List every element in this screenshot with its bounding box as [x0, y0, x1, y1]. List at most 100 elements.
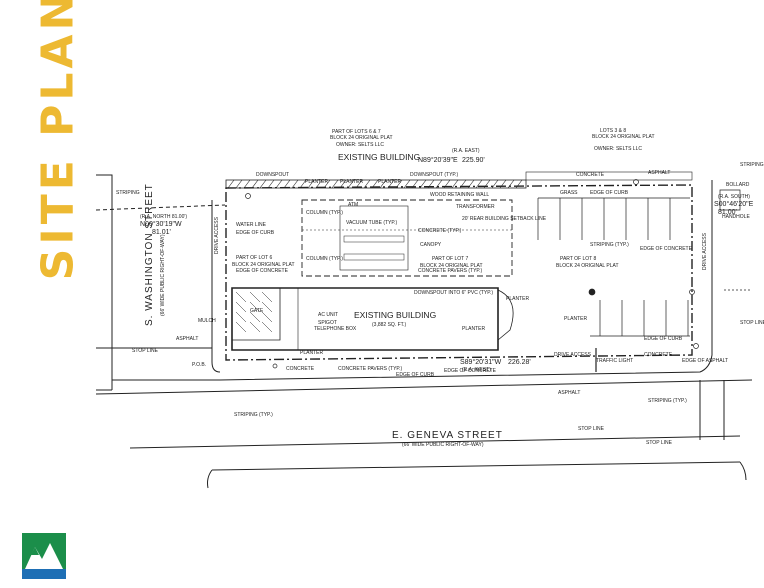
label-edge-asph-se: EDGE OF ASPHALT — [682, 358, 728, 364]
label-handhole: HANDHOLE — [722, 214, 750, 220]
pob-marker — [272, 363, 278, 369]
label-lot7-2: BLOCK 24 ORIGINAL PLAT — [420, 263, 483, 269]
plan-labels: EXISTING BUILDING PART OF LOTS 6 & 7 BLO… — [116, 128, 764, 448]
island-1 — [343, 235, 405, 243]
canopy-outline — [301, 199, 513, 277]
label-pob: P.O.B. — [192, 362, 206, 368]
label-bollard: BOLLARD — [726, 182, 750, 188]
label-ne-lots-1: LOTS 3 & 8 — [600, 128, 626, 134]
bollard-2 — [633, 179, 639, 185]
street-curbs — [95, 174, 753, 489]
label-main-building: EXISTING BUILDING — [354, 310, 436, 320]
label-planter-bay: PLANTER — [506, 296, 529, 302]
label-east-dist: 81.00' — [718, 209, 737, 216]
label-downspout-2: DOWNSPOUT (TYP.) — [410, 172, 458, 178]
label-concrete-ne: CONCRETE — [576, 172, 605, 178]
geneva-se-curve — [739, 461, 747, 481]
label-asphalt-s: ASPHALT — [558, 390, 580, 396]
bollard-4 — [693, 343, 699, 349]
label-stop-line-s1: STOP LINE — [578, 426, 605, 432]
label-asphalt-w: ASPHALT — [176, 336, 198, 342]
label-north-building: EXISTING BUILDING — [338, 152, 420, 162]
handhole — [719, 189, 741, 211]
label-traffic-light: TRAFFIC LIGHT — [596, 358, 633, 364]
enclosure-hatch — [235, 291, 273, 333]
label-planter-e: PLANTER — [564, 316, 587, 322]
label-washington-street: S. WASHINGTON STREET — [144, 183, 155, 326]
logo-peak-left — [31, 547, 39, 555]
label-telephone-box: TELEPHONE BOX — [314, 326, 357, 332]
label-north-owner: OWNER: SELTS LLC — [336, 142, 384, 148]
label-stop-line-s2: STOP LINE — [646, 440, 673, 446]
label-east-ref: (R.A. SOUTH) — [718, 194, 750, 200]
label-gate: GATE — [250, 308, 264, 314]
label-edge-conc-w: EDGE OF CONCRETE — [236, 268, 289, 274]
logo-graphic — [22, 533, 66, 579]
washington-nw — [96, 174, 113, 200]
parking-stalls-east — [537, 197, 690, 337]
label-planter-sw: PLANTER — [300, 350, 323, 356]
canopy — [301, 199, 513, 277]
label-south-ref: (R.A. WEST) — [462, 367, 491, 373]
property-boundary — [225, 184, 693, 361]
stall-lines-north — [559, 198, 671, 240]
label-transformer: TRANSFORMER — [456, 204, 495, 210]
label-vacuum: VACUUM TUBE (TYP.) — [346, 220, 397, 226]
label-spigot: SPIGOT — [318, 320, 337, 326]
label-north-lots-1: PART OF LOTS 6 & 7 — [332, 129, 381, 135]
label-east-bearing: S00°46'20"E — [714, 200, 754, 208]
main-building — [231, 287, 514, 351]
north-building — [225, 171, 693, 189]
pump-island — [339, 205, 409, 271]
label-striping-typ: STRIPING (TYP.) — [740, 162, 764, 168]
geneva-south-curb — [211, 461, 741, 471]
stall-lines-south — [599, 300, 689, 336]
label-stop-line-e: STOP LINE — [740, 320, 764, 326]
label-drive-access-e: DRIVE ACCESS — [702, 232, 708, 270]
building-bay — [497, 289, 514, 341]
label-edge-conc-s: EDGE OF CONCRETE — [444, 368, 497, 374]
label-downspout-pvc: DOWNSPOUT INTO 6" PVC (TYP.) — [414, 290, 493, 296]
striping-north — [95, 204, 226, 211]
label-edge-curb-n: EDGE OF CURB — [590, 190, 629, 196]
label-edge-curb-e: EDGE OF CURB — [644, 336, 683, 342]
label-atm: ATM — [348, 202, 358, 208]
label-lot6-2: BLOCK 24 ORIGINAL PLAT — [232, 262, 295, 268]
label-ne-owner: OWNER: SELTS LLC — [594, 146, 642, 152]
label-west-dist: 81.01' — [152, 229, 171, 236]
label-drive-access-w: DRIVE ACCESS — [214, 216, 220, 254]
label-planter-n1: PLANTER — [305, 179, 328, 185]
label-canopy: CANOPY — [420, 242, 442, 248]
geneva-sidewalk-north — [95, 379, 753, 395]
label-mulch: MULCH — [198, 318, 216, 324]
label-edge-conc-e: EDGE OF CONCRETE — [640, 246, 693, 252]
west-site-curb — [211, 200, 221, 373]
boundary-line — [225, 184, 693, 361]
label-setback: 20' REAR BUILDING SETBACK LINE — [462, 216, 547, 222]
label-ne-lots-2: BLOCK 24 ORIGINAL PLAT — [592, 134, 655, 140]
label-column-1: COLUMN (TYP.) — [306, 210, 343, 216]
label-planter-n2: PLANTER — [340, 179, 363, 185]
label-grass: GRASS — [560, 190, 578, 196]
label-edge-curb-w: EDGE OF CURB — [236, 230, 275, 236]
label-drive-access-s: DRIVE ACCESS — [554, 352, 592, 358]
label-main-area: (3,882 SQ. FT.) — [372, 322, 407, 328]
label-ac-unit: AC UNIT — [318, 312, 338, 318]
site-features — [245, 179, 752, 372]
label-north-lots-2: BLOCK 24 ORIGINAL PLAT — [330, 135, 393, 141]
label-wood-wall: WOOD RETAINING WALL — [430, 192, 489, 198]
light-pole — [588, 288, 596, 296]
label-geneva-row: (66' WIDE PUBLIC RIGHT-OF-WAY) — [402, 442, 484, 448]
label-conc-typ: CONCRETE (TYP.) — [418, 228, 462, 234]
bollard-1 — [245, 193, 251, 199]
island-2 — [343, 253, 405, 261]
label-north-dist: 225.90' — [462, 157, 485, 164]
north-building-wall — [225, 179, 527, 189]
label-geneva-street: E. GENEVA STREET — [392, 430, 503, 441]
label-striping-w: STRIPING — [116, 190, 140, 196]
label-water-line: WATER LINE — [236, 222, 267, 228]
mountain-logo-icon — [22, 533, 66, 579]
label-south-dist: 226.28' — [508, 359, 531, 366]
label-west-ref: (R.A. NORTH 81.00') — [140, 214, 187, 220]
label-north-ref: (R.A. EAST) — [452, 148, 480, 154]
